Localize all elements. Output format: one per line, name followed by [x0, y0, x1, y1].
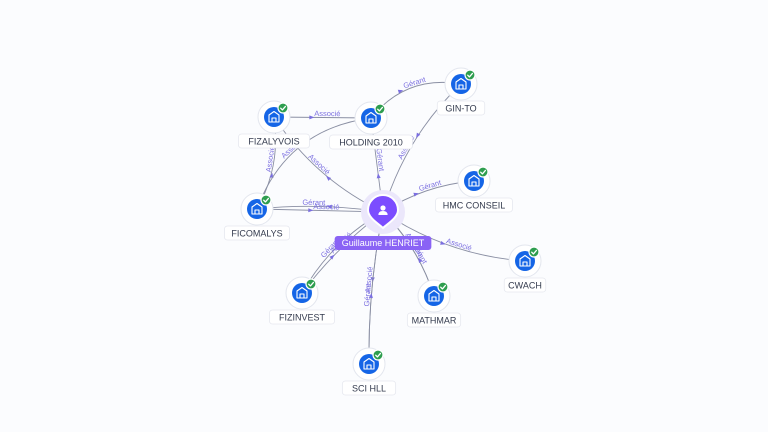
- node-label-bg: [406, 312, 462, 328]
- building-icon: [365, 111, 377, 124]
- building-icon: [296, 286, 308, 299]
- relation-label: Gérant: [302, 198, 326, 207]
- company-node-ficomalys[interactable]: FICOMALYS: [224, 192, 290, 241]
- verified-check-icon: [372, 349, 384, 361]
- building-icon: [455, 77, 467, 90]
- node-label-bg: [503, 277, 547, 293]
- company-node-mathmar[interactable]: MATHMAR: [406, 279, 462, 328]
- relation-label: Gérant: [418, 178, 443, 194]
- verified-check-icon: [374, 103, 386, 115]
- building-icon: [268, 110, 280, 123]
- node-label-bg: [436, 100, 486, 116]
- person-icon: [378, 205, 388, 215]
- node-label-bg: [341, 380, 397, 396]
- node-label-bg: [435, 197, 513, 213]
- arrow-icon: [418, 257, 423, 263]
- company-node-fizinvest[interactable]: FIZINVEST: [269, 276, 335, 325]
- company-node-fizalyvois[interactable]: FIZALYVOIS: [238, 100, 310, 149]
- arrow-icon: [329, 254, 335, 260]
- verified-check-icon: [260, 194, 272, 206]
- verified-check-icon: [305, 278, 317, 290]
- node-label-bg: [224, 225, 290, 241]
- company-name: FICOMALYS: [231, 229, 282, 239]
- company-name: FIZINVEST: [279, 313, 326, 323]
- verified-check-icon: [277, 102, 289, 114]
- company-node-scihll[interactable]: SCI HLL: [341, 347, 397, 396]
- building-icon: [428, 289, 440, 302]
- company-name: MATHMAR: [412, 316, 457, 326]
- arrow-icon: [269, 172, 274, 178]
- company-name: FIZALYVOIS: [248, 137, 299, 147]
- arrow-icon: [397, 89, 404, 94]
- building-icon: [251, 202, 263, 215]
- arrow-icon: [308, 208, 314, 213]
- company-name: GIN-TO: [445, 104, 476, 114]
- relation-label: Gérant: [362, 282, 373, 307]
- person-node[interactable]: Guillaume HENRIET: [334, 190, 432, 250]
- relation-label: Associé: [307, 152, 332, 176]
- relation-label: Associé: [363, 266, 375, 293]
- arrow-icon: [368, 292, 373, 299]
- node-label-bg: [329, 134, 413, 150]
- company-name: HOLDING 2010: [339, 138, 403, 148]
- company-name: HMC CONSEIL: [443, 201, 506, 211]
- relation-label: Associé: [313, 202, 339, 212]
- node-label-bg: [238, 133, 310, 149]
- company-node-ginto[interactable]: GIN-TO: [436, 67, 486, 116]
- relation-label: Gérant: [402, 75, 427, 91]
- relation-scihll-center[interactable]: Associé: [363, 211, 384, 365]
- relation-label: Associé: [314, 109, 340, 118]
- center-node: Guillaume HENRIET: [334, 190, 432, 250]
- company-node-holding2010[interactable]: HOLDING 2010: [329, 101, 413, 150]
- company-node-cwach[interactable]: CWACH: [503, 244, 547, 293]
- relation-label: Gérant: [374, 148, 386, 173]
- arrow-icon: [416, 132, 421, 138]
- company-name: CWACH: [508, 281, 542, 291]
- relation-label: Associé: [264, 146, 277, 173]
- arrow-icon: [440, 240, 446, 245]
- verified-check-icon: [464, 69, 476, 81]
- verified-check-icon: [477, 166, 489, 178]
- arrow-icon: [376, 173, 381, 179]
- building-icon: [468, 174, 480, 187]
- verified-check-icon: [437, 281, 449, 293]
- arrow-icon: [326, 176, 332, 181]
- building-icon: [363, 357, 375, 370]
- node-label-bg: [269, 309, 335, 325]
- arrow-icon: [309, 115, 315, 120]
- person-label-bg: [334, 236, 432, 250]
- verified-check-icon: [528, 246, 540, 258]
- arrow-icon: [413, 192, 419, 197]
- person-name: Guillaume HENRIET: [342, 238, 425, 248]
- graph-nodes: FIZALYVOIS HOLDING 2010 GIN-TO HMC CONSEIL C…: [224, 67, 547, 396]
- building-icon: [519, 254, 531, 267]
- arrow-icon: [326, 204, 332, 209]
- relation-label: Associé: [445, 236, 473, 252]
- company-name: SCI HLL: [352, 384, 386, 394]
- company-node-hmcconseil[interactable]: HMC CONSEIL: [435, 164, 513, 213]
